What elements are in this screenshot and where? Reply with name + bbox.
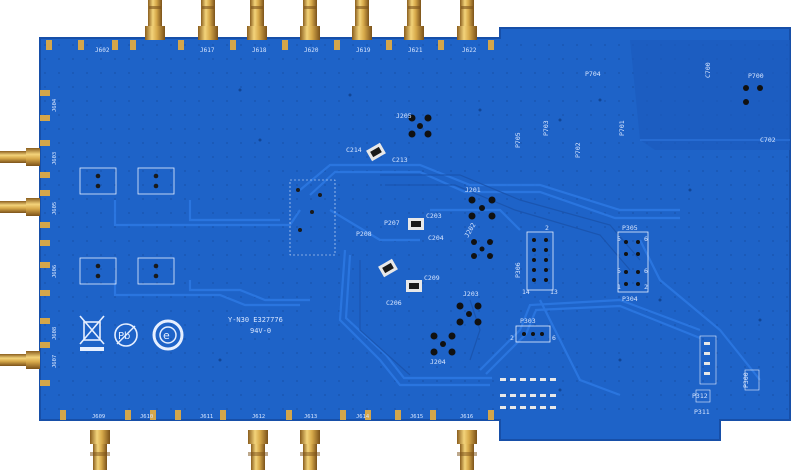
ref-j201: J201 — [465, 186, 481, 194]
right-components — [695, 335, 760, 403]
label-j620: J620 — [304, 47, 319, 54]
label-j614: J615 — [410, 414, 423, 420]
label-j618: J618 — [252, 47, 267, 54]
label-j605: J605 — [52, 202, 58, 215]
label-j610: J610 — [140, 414, 153, 420]
ref-p300: P300 — [742, 372, 750, 388]
left-sma-connectors — [0, 148, 40, 369]
pin-p304-1: 1 — [617, 283, 621, 291]
traces — [113, 163, 761, 397]
center-components — [289, 142, 424, 292]
ref-c204: C204 — [428, 234, 444, 242]
board-marking: Y-N30 E327776 94V-0 — [228, 316, 283, 335]
pin-p305-5: 5 — [617, 235, 621, 243]
label-j619: J619 — [356, 47, 371, 54]
ref-p305: P305 — [622, 224, 638, 232]
ref-p306: P306 — [514, 262, 522, 278]
pin-p306-13: 13 — [550, 288, 558, 296]
ref-p304: P304 — [622, 295, 638, 303]
pin-p304-6: 6 — [644, 267, 648, 275]
bottom-resistor-array — [500, 378, 556, 409]
ref-p703: P703 — [542, 120, 550, 136]
ref-p700: P700 — [748, 72, 764, 80]
label-j622: J622 — [462, 47, 477, 54]
rohs-e-icon: e — [152, 319, 184, 351]
label-j621: J621 — [408, 47, 423, 54]
header-p305-p304 — [617, 231, 649, 293]
ref-p303: P303 — [520, 317, 536, 325]
ref-p701: P701 — [618, 120, 626, 136]
ref-c203: C203 — [426, 212, 442, 220]
label-j602: J602 — [95, 47, 110, 54]
via-clusters — [408, 85, 763, 356]
top-sma-connectors — [145, 0, 477, 40]
pin-p303-6: 6 — [552, 334, 556, 342]
bottom-sma-connectors — [90, 430, 477, 470]
ref-p702: P702 — [574, 142, 582, 158]
label-j611: J612 — [252, 414, 265, 420]
header-p306 — [526, 231, 554, 291]
pb-free-icon: Pb — [114, 323, 138, 347]
label-j607: J607 — [52, 355, 58, 368]
label-j613: J613 — [304, 414, 317, 420]
pin-p304-5: 5 — [617, 267, 621, 275]
ref-p208: P208 — [356, 230, 372, 238]
pin-p304-2: 2 — [644, 283, 648, 291]
header-p303 — [515, 325, 551, 343]
ref-p705: P705 — [514, 132, 522, 148]
e-symbol: e — [163, 329, 170, 342]
label-j612a: J611 — [200, 414, 213, 420]
pin-p303-2: 2 — [510, 334, 514, 342]
ref-c209: C209 — [424, 274, 440, 282]
label-j604: J604 — [52, 98, 58, 112]
label-j609: J609 — [92, 414, 105, 420]
ref-c700: C700 — [704, 62, 712, 78]
weee-icon — [79, 315, 105, 351]
ref-p312: P312 — [692, 392, 708, 400]
label-j608: J608 — [52, 327, 58, 340]
ref-c702: C702 — [760, 136, 776, 144]
label-j606: J606 — [52, 265, 58, 278]
pin-p306-2: 2 — [545, 224, 549, 232]
label-j616: J616 — [460, 414, 473, 420]
marking-line1: Y-N30 E327776 — [228, 316, 283, 324]
ref-j205: J205 — [396, 112, 412, 120]
label-j603: J603 — [52, 152, 58, 165]
label-j617: J617 — [200, 47, 215, 54]
ref-j204: J204 — [430, 358, 446, 366]
ref-c214: C214 — [346, 146, 362, 154]
label-j612: J614 — [356, 414, 370, 420]
pin-p305-6: 6 — [644, 235, 648, 243]
ref-p207: P207 — [384, 219, 400, 227]
ref-j203: J203 — [463, 290, 479, 298]
marking-line2: 94V-0 — [250, 327, 271, 335]
ref-p704: P704 — [585, 70, 601, 78]
ref-c213: C213 — [392, 156, 408, 164]
left-ic-footprints — [79, 167, 175, 285]
ref-p311: P311 — [694, 408, 710, 416]
pin-p306-14: 14 — [522, 288, 530, 296]
ref-c206: C206 — [386, 299, 402, 307]
top-edge-pads — [46, 40, 494, 50]
